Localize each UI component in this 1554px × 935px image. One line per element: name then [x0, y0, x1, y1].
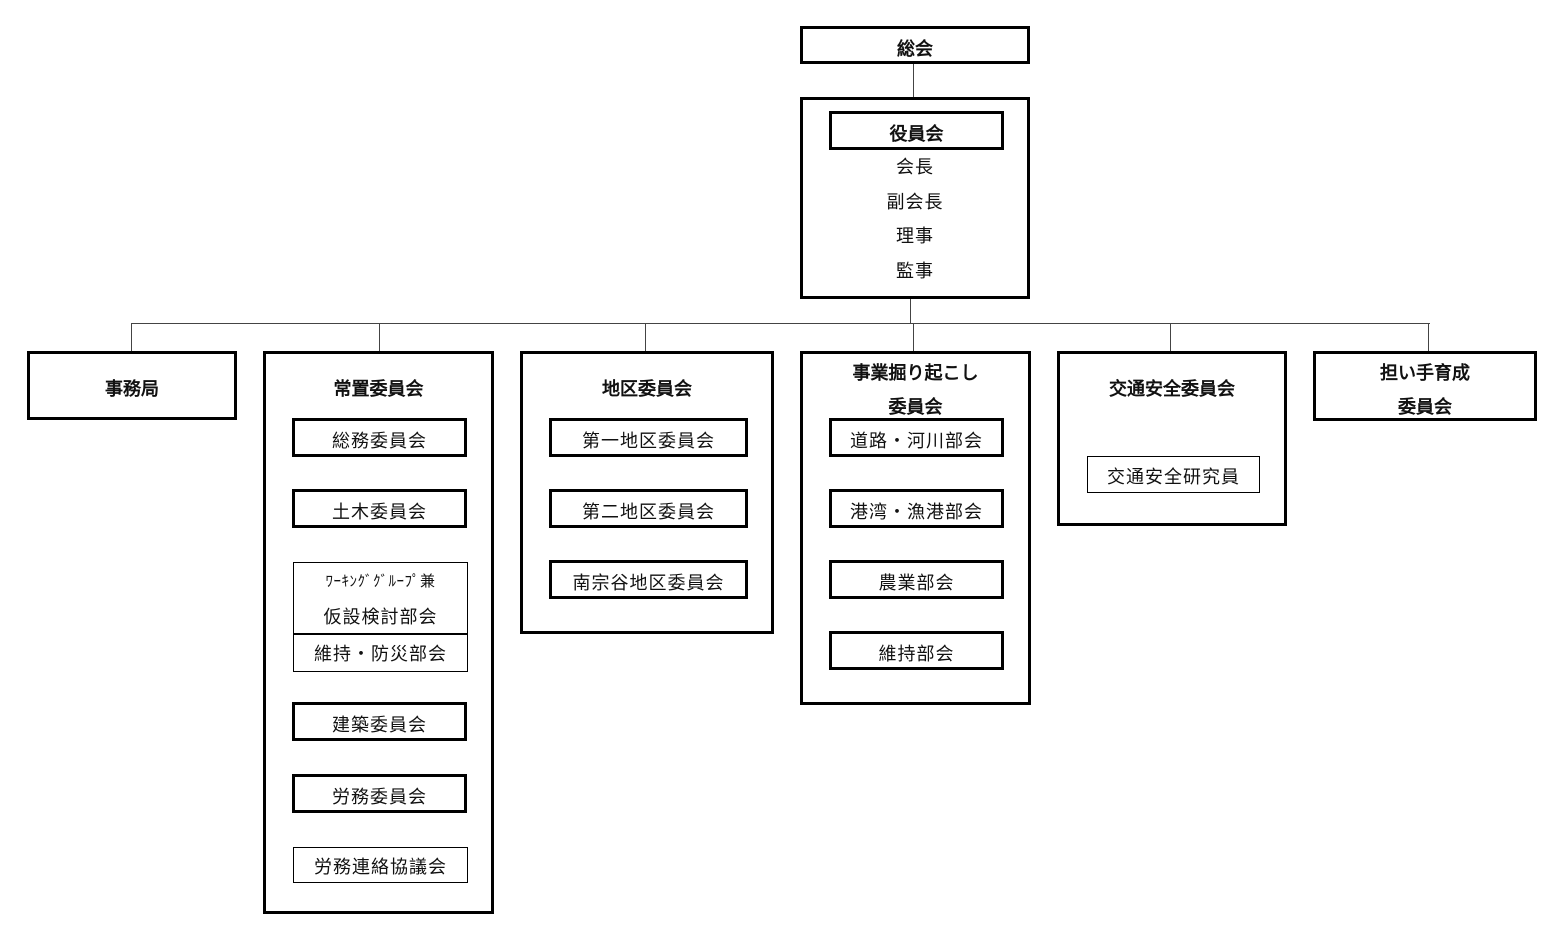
ninaite-title-line2: 委員会 [1398, 397, 1452, 418]
roumu-renraku-box: 労務連絡協議会 [293, 847, 468, 883]
roumu-committee-box: 労務委員会 [292, 774, 467, 813]
iji-bousai-label: 維持・防災部会 [314, 644, 447, 665]
joushi-box: 常置委員会 総務委員会 土木委員会 ﾜｰｷﾝｸﾞｸﾞﾙｰﾌﾟ兼 仮設検討部会 維… [263, 351, 494, 914]
douro-kasen-box: 道路・河川部会 [829, 418, 1004, 457]
doboku-committee-label: 土木委員会 [332, 502, 427, 523]
wg-subgroup-label-line1: ﾜｰｷﾝｸﾞｸﾞﾙｰﾌﾟ兼 [325, 572, 436, 590]
jigyou-title-line2: 委員会 [888, 397, 943, 418]
ninaite-box: 担い手育成 委員会 [1313, 351, 1537, 421]
chiku-first-label: 第一地区委員会 [582, 431, 715, 452]
drop-koutsuu [1170, 323, 1171, 352]
jigyou-box: 事業掘り起こし 委員会 道路・河川部会 港湾・漁港部会 農業部会 維持部会 [800, 351, 1031, 705]
iji-bukai-label: 維持部会 [878, 644, 955, 665]
drop-jimukyoku [131, 323, 132, 352]
soumu-committee-box: 総務委員会 [292, 418, 467, 457]
doboku-committee-box: 土木委員会 [292, 489, 467, 528]
kouwan-gyokou-box: 港湾・漁港部会 [829, 489, 1004, 528]
chiku-box: 地区委員会 第一地区委員会 第二地区委員会 南宗谷地区委員会 [520, 351, 774, 634]
nougyou-box: 農業部会 [829, 560, 1004, 599]
koutsuu-kenkyuuin-box: 交通安全研究員 [1087, 456, 1260, 493]
executive-title-box: 役員会 [829, 111, 1004, 150]
horizontal-bus [131, 323, 1430, 324]
executive-member-chair: 会長 [896, 157, 934, 178]
nougyou-label: 農業部会 [878, 573, 955, 594]
drop-ninaite [1428, 323, 1429, 352]
drop-chiku [645, 323, 646, 352]
joushi-title: 常置委員会 [333, 379, 424, 400]
soukai-box: 総会 [800, 26, 1030, 64]
executive-member-vice-chair: 副会長 [886, 192, 944, 213]
koutsuu-kenkyuuin-label: 交通安全研究員 [1107, 467, 1240, 488]
executive-member-auditor: 監事 [896, 261, 934, 282]
jimukyoku-box: 事務局 [27, 351, 237, 420]
kenchiku-committee-label: 建築委員会 [332, 715, 427, 736]
chiku-minami-souya-box: 南宗谷地区委員会 [549, 560, 748, 599]
ninaite-title-line1: 担い手育成 [1380, 363, 1470, 384]
chiku-first-box: 第一地区委員会 [549, 418, 748, 457]
iji-bukai-box: 維持部会 [829, 631, 1004, 670]
executive-box: 役員会 会長 副会長 理事 監事 [800, 97, 1030, 299]
executive-title: 役員会 [889, 124, 944, 145]
kouwan-gyokou-label: 港湾・漁港部会 [850, 502, 983, 523]
wg-subgroup-divider [294, 633, 467, 635]
drop-jigyou [913, 323, 914, 352]
roumu-committee-label: 労務委員会 [332, 787, 427, 808]
connector-executive-bus [910, 298, 911, 324]
wg-subgroup-box: ﾜｰｷﾝｸﾞｸﾞﾙｰﾌﾟ兼 仮設検討部会 維持・防災部会 [293, 562, 468, 672]
chiku-title: 地区委員会 [602, 379, 692, 400]
soukai-label: 総会 [897, 39, 933, 60]
jimukyoku-title: 事務局 [105, 379, 159, 400]
douro-kasen-label: 道路・河川部会 [850, 431, 983, 452]
wg-subgroup-label-line2: 仮設検討部会 [323, 607, 438, 628]
koutsuu-title: 交通安全委員会 [1109, 379, 1235, 400]
soumu-committee-label: 総務委員会 [332, 431, 427, 452]
chiku-second-box: 第二地区委員会 [549, 489, 748, 528]
kenchiku-committee-box: 建築委員会 [292, 702, 467, 741]
executive-member-director: 理事 [896, 226, 934, 247]
chiku-second-label: 第二地区委員会 [582, 502, 715, 523]
jigyou-title-line1: 事業掘り起こし [852, 363, 979, 384]
drop-joushi [379, 323, 380, 352]
chiku-minami-souya-label: 南宗谷地区委員会 [572, 573, 725, 594]
roumu-renraku-label: 労務連絡協議会 [314, 857, 447, 878]
connector-soukai-executive [913, 63, 914, 97]
koutsuu-box: 交通安全委員会 交通安全研究員 [1057, 351, 1287, 526]
